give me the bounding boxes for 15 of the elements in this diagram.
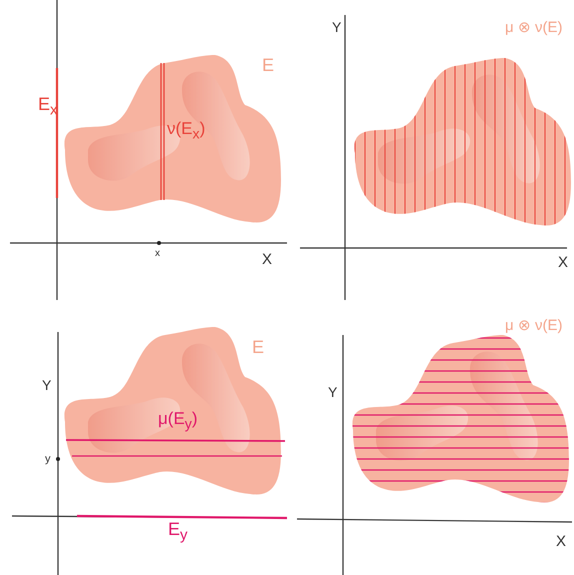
axis-point-label: y bbox=[45, 454, 50, 465]
set-label: E$_{y}$ bbox=[168, 520, 188, 543]
axis-label: Y bbox=[332, 20, 342, 34]
axis-label: X bbox=[556, 534, 566, 549]
axis-label: X bbox=[558, 255, 568, 270]
axis-label: Y bbox=[42, 378, 52, 392]
measure-label: μ(E$_{y}$) bbox=[158, 410, 198, 432]
set-label: E bbox=[262, 56, 274, 74]
measure-label: μ ⊗ ν(E) bbox=[505, 20, 562, 35]
axis-label: X bbox=[262, 252, 272, 267]
measure-label: μ ⊗ ν(E) bbox=[505, 318, 562, 333]
axis-point-label: x bbox=[155, 249, 160, 259]
measure-label: ν(E$_{x}$) bbox=[167, 120, 206, 142]
set-label: E bbox=[252, 338, 264, 356]
axis-label: Y bbox=[328, 385, 338, 399]
